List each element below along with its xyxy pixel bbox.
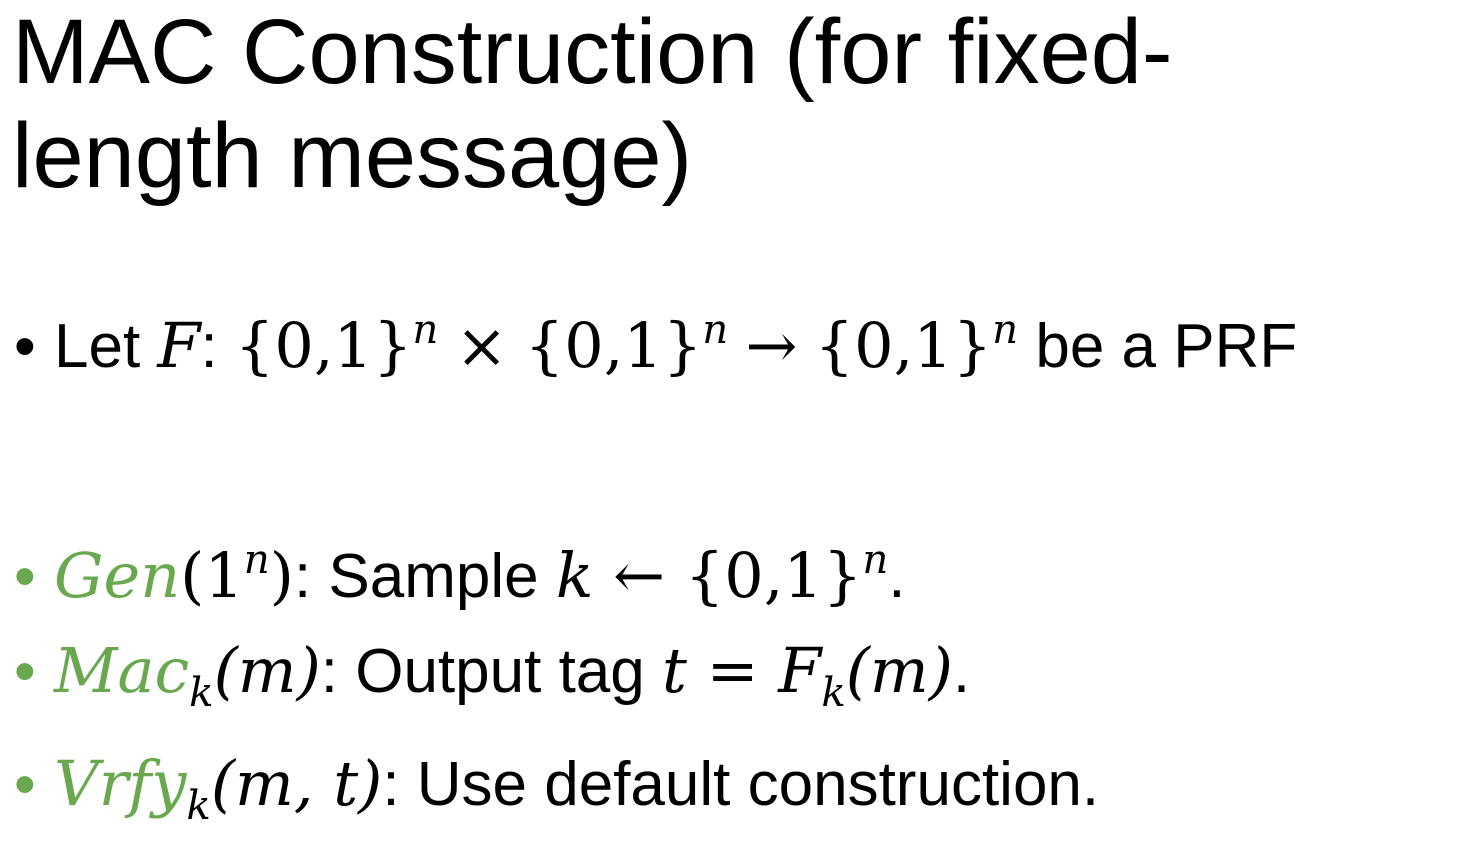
arrow-symbol: →: [745, 309, 798, 383]
gen-algorithm-name: Gen: [54, 539, 181, 613]
gen-arg-close: ): [269, 539, 294, 613]
gen-period: .: [888, 542, 906, 612]
prf-colon: :: [200, 312, 218, 382]
mac-prf-key-subscript: k: [821, 669, 846, 717]
equals-symbol: =: [686, 634, 779, 707]
title-line-2: length message): [12, 105, 693, 207]
prf-domain-set-1: {0,1}: [234, 309, 413, 383]
gen-arg-open: (1: [180, 539, 244, 613]
prf-exponent-2: n: [702, 306, 729, 353]
prf-range-set: {0,1}: [814, 309, 993, 383]
prf-exponent-1: n: [412, 306, 439, 353]
gen-key-set: {0,1}: [684, 539, 863, 613]
vrfy-algorithm-name: Vrfy: [54, 747, 187, 820]
bullet-vrfy: • Vrfyk(m, t): Use default construction.: [14, 746, 1099, 844]
prf-function-symbol: F: [157, 309, 201, 383]
vrfy-args: (m, t): [210, 747, 383, 820]
mac-algorithm-name: Mac: [54, 634, 190, 707]
mac-prf-symbol: F: [778, 634, 822, 707]
gen-arg-exponent: n: [243, 536, 270, 583]
title-line-1: MAC Construction (for fixed-: [12, 1, 1173, 103]
mac-args: (m): [213, 634, 321, 707]
mac-period: .: [952, 637, 971, 706]
mac-prf-args: (m): [845, 634, 953, 707]
vrfy-description: : Use default construction.: [382, 750, 1100, 819]
vrfy-key-subscript: k: [186, 782, 211, 830]
gen-sample-arrow: ←: [593, 539, 685, 613]
prf-exponent-3: n: [992, 306, 1019, 353]
bullet-mac: •Mack(m): Output tag t = Fk(m).: [14, 633, 970, 731]
prf-tail-text: be a PRF: [1018, 312, 1298, 382]
prf-domain-set-2: {0,1}: [524, 309, 703, 383]
gen-key-symbol: k: [555, 539, 594, 613]
bullet-prf-definition: •Let F: {0,1}n × {0,1}n → {0,1}n be a PR…: [14, 292, 1297, 385]
bullet-dot: •: [14, 542, 36, 612]
times-symbol: ×: [455, 309, 508, 383]
gen-description: : Sample: [293, 542, 556, 612]
bullet-gen: •Gen(1n): Sample k ← {0,1}n.: [14, 522, 906, 615]
mac-description: : Output tag: [320, 637, 662, 706]
mac-tag-symbol: t: [661, 634, 687, 707]
prf-lead-text: Let: [54, 312, 158, 382]
bullet-dot: •: [14, 750, 36, 819]
mac-key-subscript: k: [189, 669, 214, 717]
bullet-dot: •: [14, 637, 36, 706]
gen-key-exponent: n: [862, 536, 889, 583]
slide-title: MAC Construction (for fixed- length mess…: [12, 0, 1173, 208]
bullet-dot: •: [14, 312, 36, 382]
